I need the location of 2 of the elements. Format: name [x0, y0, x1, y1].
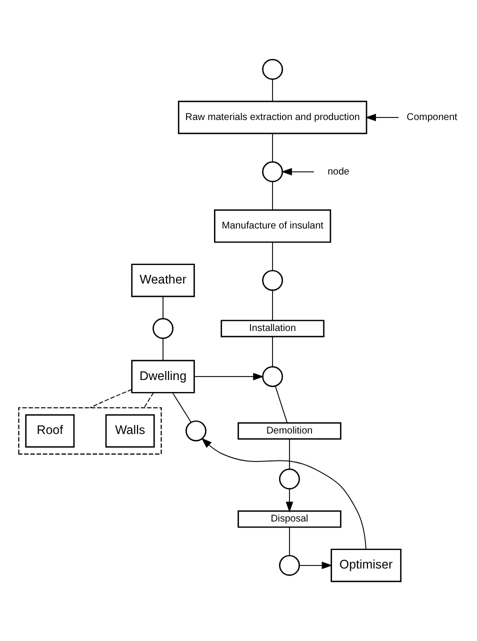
node-text: Component [406, 112, 458, 123]
node-text: node [328, 166, 350, 178]
